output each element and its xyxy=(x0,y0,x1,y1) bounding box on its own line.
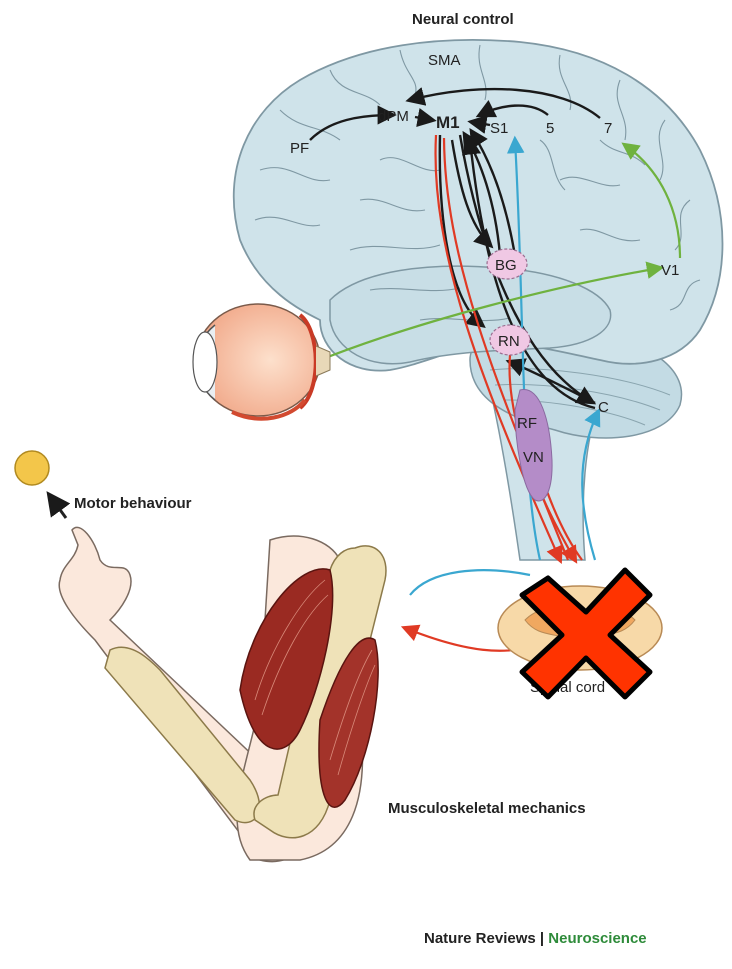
dpm-label: dPM xyxy=(378,108,409,125)
footer-section: Neuroscience xyxy=(548,930,646,947)
m1-label: M1 xyxy=(436,113,460,132)
rf-label: RF xyxy=(517,415,537,432)
arm-illustration xyxy=(59,527,386,861)
footer-journal: Nature Reviews xyxy=(424,930,536,947)
pf-label: PF xyxy=(290,140,309,157)
target-ball-icon xyxy=(15,451,49,485)
footer-separator: | xyxy=(536,930,549,947)
bg-label: BG xyxy=(495,257,517,274)
rn-label: RN xyxy=(498,333,520,350)
sma-label: SMA xyxy=(428,52,461,69)
motor-arrow-icon xyxy=(50,496,66,518)
v1-label: V1 xyxy=(661,262,679,279)
musculoskeletal-label: Musculoskeletal mechanics xyxy=(388,800,586,817)
s1-label: S1 xyxy=(490,120,508,137)
motor-behaviour-label: Motor behaviour xyxy=(74,495,192,512)
footer-credit: Nature Reviews | Neuroscience xyxy=(424,930,647,947)
eye-icon xyxy=(193,304,330,419)
area7-label: 7 xyxy=(604,120,612,137)
title: Neural control xyxy=(412,11,514,28)
vn-label: VN xyxy=(523,449,544,466)
area5-label: 5 xyxy=(546,120,554,137)
c-label: C xyxy=(598,399,609,416)
